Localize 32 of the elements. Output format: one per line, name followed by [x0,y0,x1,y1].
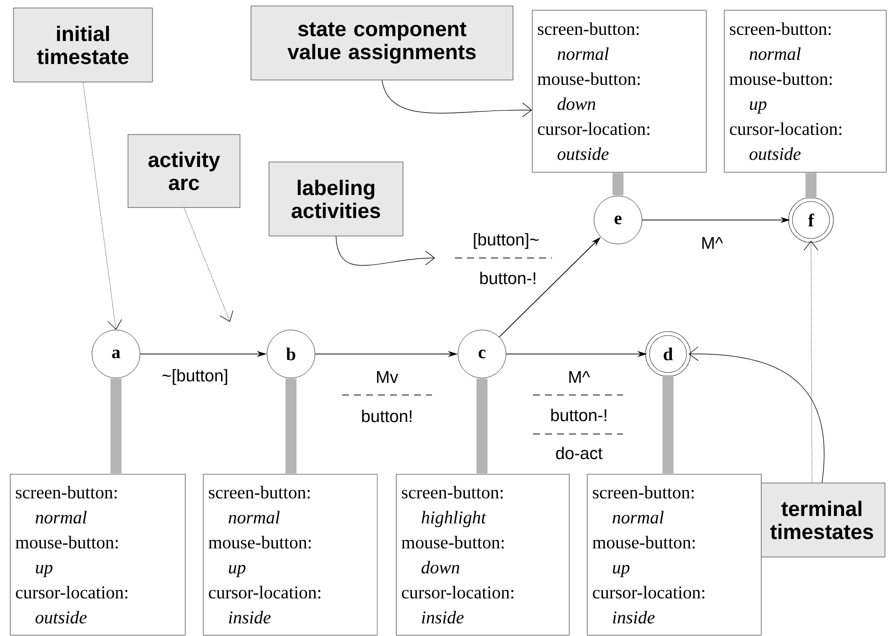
callout-box: labeling activities [268,162,404,236]
leader-arrow [184,207,234,322]
state-box: screen-button: normal mouse-button: up cursor-location: inside [203,474,378,636]
leader-arrow [82,82,122,330]
shading-band [286,378,296,474]
leader-arrow [336,236,435,266]
label-text: do-act [554,446,604,460]
label-text: button-! [478,270,538,286]
callout-box: initial timestate [13,8,153,82]
state-box: screen-button: normal mouse-button: down cursor-location: outside [532,10,706,172]
edge-label: M^ [700,236,724,250]
state-box: screen-button: normal mouse-button: up cursor-location: inside [587,474,762,636]
edge-label: ~[button] [160,368,230,386]
state-box: screen-button: normal mouse-button: up cursor-location: outside [10,474,186,636]
callout-box: state component value assignments [250,6,514,80]
leader-arrow [382,80,532,118]
leader-arrow [688,346,824,484]
label-text: button-! [549,408,609,422]
callout-box: terminal timestates [758,482,886,558]
shading-band [476,378,488,474]
edge-label: [button]~ [472,232,540,250]
shading-band [612,172,624,196]
label-text: button! [360,408,414,424]
shading-band [662,375,674,474]
state-box: screen-button: normal mouse-button: up cursor-location: outside [724,10,886,172]
shading-band [110,378,122,474]
edge-label: M^ [566,370,592,384]
leader-arrow [804,240,818,484]
edge-label: Mv [374,370,400,384]
shading-band [806,172,816,199]
state-box: screen-button: highlight mouse-button: down cursor-location: inside [396,474,570,636]
callout-box: activity arc [128,134,240,208]
